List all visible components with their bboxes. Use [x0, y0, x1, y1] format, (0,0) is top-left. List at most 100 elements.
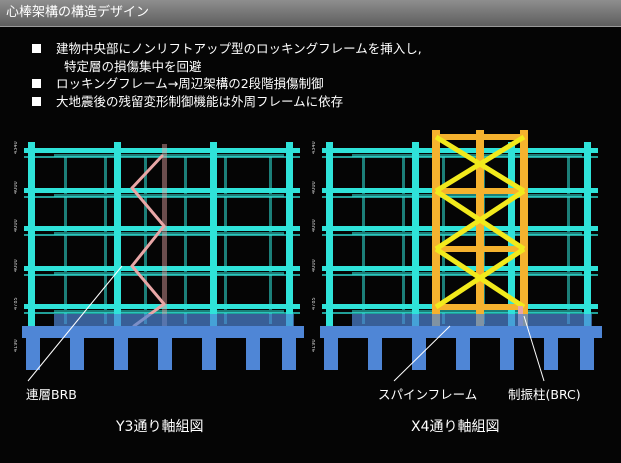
brb-brace [130, 264, 166, 306]
bullet-list: 建物中央部にノンリフトアップ型のロッキングフレームを挿入し, 特定層の損傷集中を… [32, 40, 592, 110]
dimension-text: 4190 [312, 339, 317, 352]
back-column [184, 154, 187, 324]
spine-brace [434, 134, 526, 194]
pile [114, 336, 128, 370]
brb-brace [130, 154, 164, 190]
secondary-beam [24, 274, 300, 276]
dimension-text: 4340 [312, 141, 317, 154]
secondary-beam [322, 312, 598, 314]
dimension-text: 4000 [312, 181, 317, 194]
back-beam [54, 194, 284, 197]
pile [282, 336, 296, 370]
back-beam [54, 310, 284, 313]
back-beam [352, 272, 582, 275]
foundation-back [352, 314, 592, 326]
perspective-frame [54, 154, 284, 324]
foundation [320, 314, 602, 370]
secondary-beam [24, 234, 300, 236]
secondary-beam [24, 196, 300, 198]
bullet-square-icon [32, 96, 41, 106]
brb-brace [130, 224, 166, 268]
back-column [567, 154, 570, 324]
spine-frame-label: スパインフレーム [378, 387, 478, 402]
bullet-item: 大地震後の残留変形制御機能は外周フレームに依存 [32, 93, 592, 111]
column [210, 142, 217, 332]
beam [24, 148, 300, 153]
dimension-text: 4785 [14, 297, 19, 310]
spine-leader-line [393, 325, 451, 382]
dimension-text: 4785 [312, 297, 317, 310]
foundation [22, 314, 304, 370]
back-beam [352, 194, 582, 197]
column [412, 142, 419, 332]
beam [322, 266, 598, 271]
pile [246, 336, 260, 370]
secondary-beam [322, 274, 598, 276]
spine-brace [434, 188, 526, 252]
brb-label: 連層BRB [26, 387, 77, 402]
dimension-text: 4000 [14, 181, 19, 194]
bullet-text: 建物中央部にノンリフトアップ型のロッキングフレームを挿入し, [56, 41, 422, 56]
dimension-labels: 4340 4000 4000 4000 4785 4190 [14, 141, 19, 352]
dimension-text: 4000 [14, 259, 19, 272]
bullet-square-icon [32, 44, 41, 53]
bullet-square-icon [32, 79, 41, 88]
column [326, 142, 333, 332]
spine-beam [432, 246, 528, 252]
perspective-frame [352, 154, 582, 324]
bullet-text: 大地震後の残留変形制御機能は外周フレームに依存 [56, 93, 344, 109]
column [508, 142, 515, 332]
bullet-item: 建物中央部にノンリフトアップ型のロッキングフレームを挿入し, [32, 40, 592, 58]
slide-title: 心棒架構の構造デザイン [6, 5, 150, 20]
pile [70, 336, 84, 370]
spine-column [476, 130, 484, 336]
column [286, 142, 293, 332]
pile [456, 336, 470, 370]
brc-leader-line [523, 315, 545, 382]
spine-brace [434, 246, 526, 310]
brc-label: 制振柱(BRC) [508, 387, 581, 402]
back-beam [54, 232, 284, 235]
back-column [362, 154, 365, 324]
spine-beam [432, 134, 528, 140]
dimension-text: 4000 [14, 219, 19, 232]
x4-caption: X4通り軸組図 [411, 419, 500, 435]
pile [500, 336, 514, 370]
back-column [269, 154, 272, 324]
secondary-beam [322, 156, 598, 158]
spine-column [520, 130, 528, 336]
beam [24, 266, 300, 271]
column [114, 142, 121, 332]
back-beam [54, 272, 284, 275]
beam [322, 226, 598, 231]
column [584, 142, 591, 332]
back-column [64, 154, 67, 324]
spine-column [432, 130, 440, 336]
spine-beam [432, 188, 528, 194]
y3-caption: Y3通り軸組図 [116, 419, 204, 435]
back-column [402, 154, 405, 324]
back-beam [352, 310, 582, 313]
brb-leader-line [27, 265, 123, 382]
pile [368, 336, 382, 370]
pile [202, 336, 216, 370]
y3-frame-figure: 4340 4000 4000 4000 4785 4190 [14, 141, 304, 382]
dimension-text: 4190 [14, 339, 19, 352]
foundation-back [54, 314, 294, 326]
pile [544, 336, 558, 370]
pile [158, 336, 172, 370]
back-beam [54, 154, 284, 157]
back-column [442, 154, 445, 324]
dimension-text: 4000 [312, 259, 317, 272]
bullet-text: ロッキングフレーム→周辺架構の2段階損傷制御 [56, 76, 324, 91]
bullet-item: ロッキングフレーム→周辺架構の2段階損傷制御 [32, 75, 592, 93]
title-bar: 心棒架構の構造デザイン [0, 0, 621, 27]
pile [580, 336, 594, 370]
beam [24, 188, 300, 193]
brb-column [162, 144, 167, 334]
column [28, 142, 35, 332]
dimension-text: 4340 [14, 141, 19, 154]
back-column [224, 154, 227, 324]
